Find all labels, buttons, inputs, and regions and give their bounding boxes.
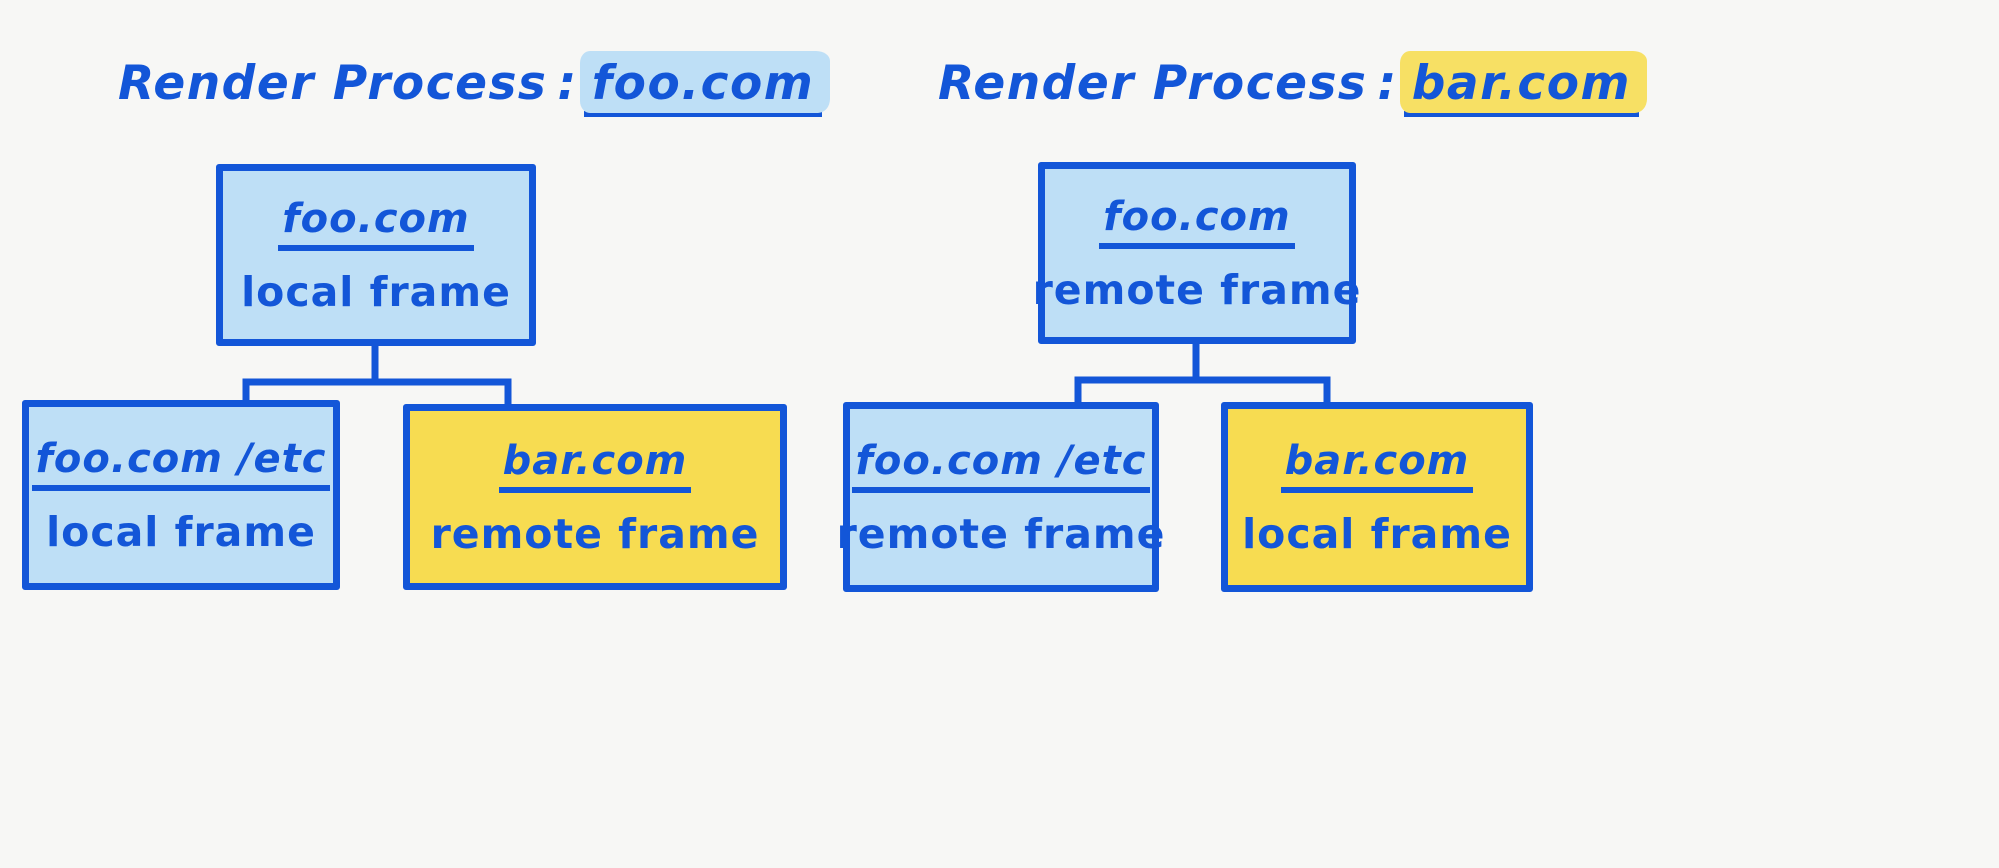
frame-kind: local frame bbox=[1242, 509, 1512, 558]
panel-title-right-separator: : bbox=[1377, 56, 1398, 111]
frame-node-left-root[interactable]: foo.com local frame bbox=[216, 164, 536, 346]
frame-url: foo.com /etc bbox=[851, 440, 1151, 493]
frame-kind: remote frame bbox=[430, 509, 760, 558]
panel-title-left-label: Render Process bbox=[118, 56, 548, 111]
frame-kind: local frame bbox=[46, 507, 316, 556]
frame-node-right-child-2[interactable]: bar.com local frame bbox=[1221, 402, 1533, 592]
frame-kind: remote frame bbox=[836, 509, 1166, 558]
panel-title-right: Render Process:bar.com bbox=[938, 51, 1648, 117]
panel-title-left-separator: : bbox=[557, 56, 578, 111]
frame-kind: remote frame bbox=[1032, 265, 1362, 314]
panel-title-right-label: Render Process bbox=[938, 56, 1368, 111]
frame-url: foo.com bbox=[278, 198, 474, 251]
frame-node-left-child-1[interactable]: foo.com /etc local frame bbox=[22, 400, 340, 590]
frame-url: bar.com bbox=[498, 440, 692, 493]
panel-title-left: Render Process:foo.com bbox=[118, 51, 830, 117]
frame-node-right-child-1[interactable]: foo.com /etc remote frame bbox=[837, 402, 1164, 592]
frame-url: foo.com bbox=[1099, 196, 1295, 249]
frame-node-right-root[interactable]: foo.com remote frame bbox=[1033, 162, 1360, 344]
frame-kind: local frame bbox=[241, 267, 511, 316]
panel-title-right-domain: bar.com bbox=[1399, 51, 1648, 117]
panel-title-left-domain: foo.com bbox=[579, 51, 830, 117]
frame-node-left-child-2[interactable]: bar.com remote frame bbox=[403, 404, 787, 590]
frame-url: foo.com /etc bbox=[31, 438, 331, 491]
frame-url: bar.com bbox=[1280, 440, 1474, 493]
